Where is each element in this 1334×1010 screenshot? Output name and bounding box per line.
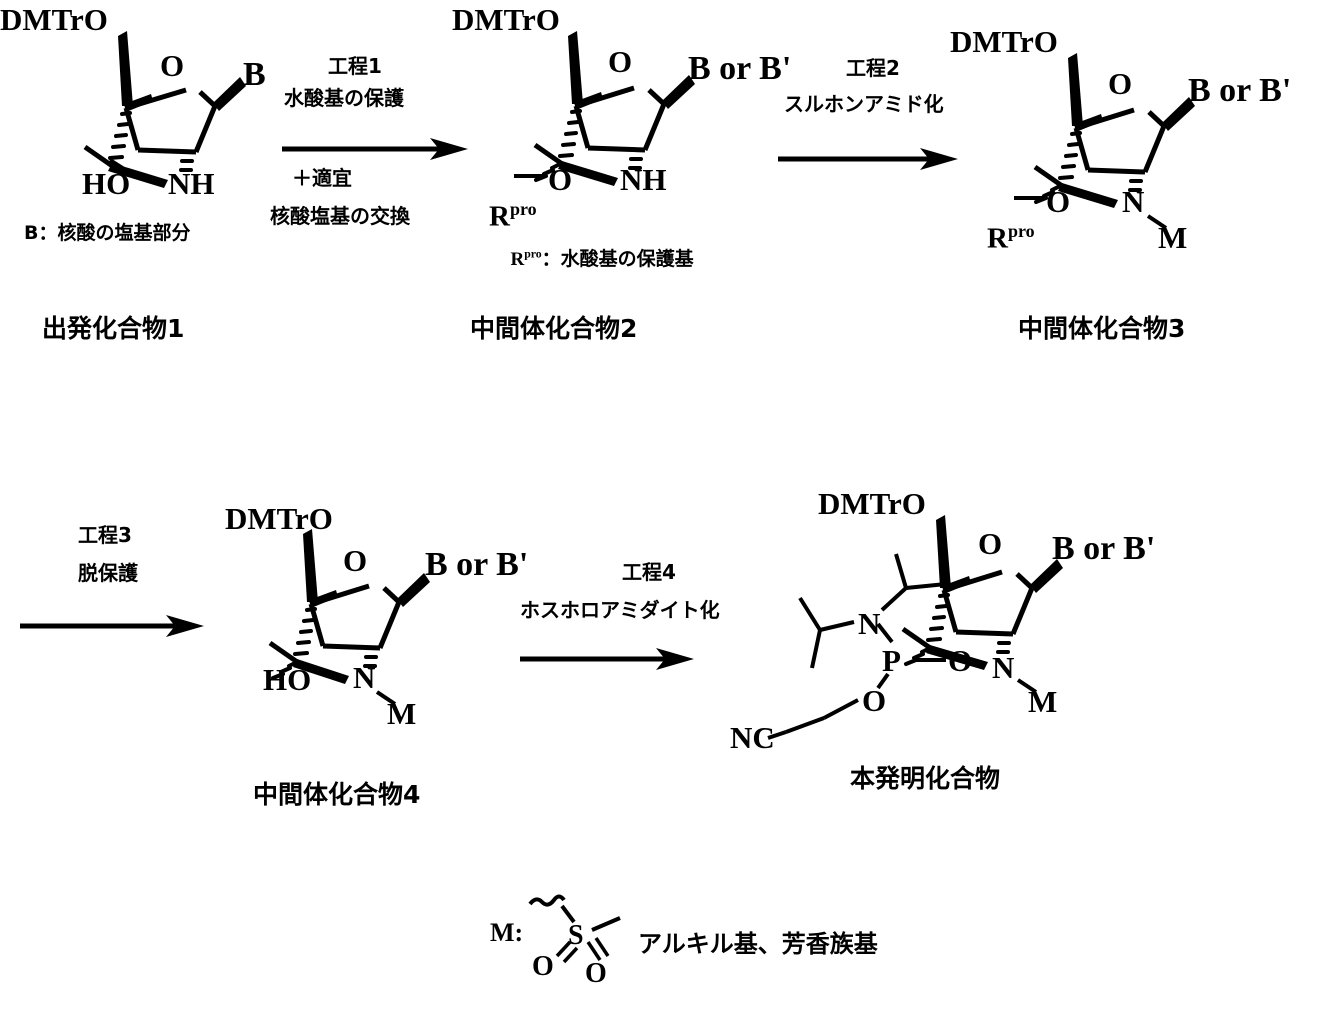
compound-2-ring-oxygen-label: O (608, 44, 633, 79)
compound-2-skeleton (514, 31, 695, 186)
compound-1-base-note: B：核酸の塩基部分 (24, 222, 191, 244)
product-ring-oxygen-label: O (978, 526, 1003, 561)
compound-2-note-r-superscript: pro (524, 247, 542, 261)
step-2-group: 工程2 スルホンアミド化 (760, 58, 970, 198)
product-group: DMTrO O B or B' N P O O NC N M (600, 470, 1160, 791)
step-4-number: 工程4 (622, 560, 676, 584)
compound-3-rpro-label: Rpro (958, 188, 1035, 289)
step-3-name: 脱保護 (78, 561, 138, 585)
compound-1-base-label: B (243, 56, 266, 93)
step-1-note-2: 核酸塩基の交換 (270, 204, 410, 228)
compound-3-base-label: B or B' (1188, 72, 1292, 109)
m-legend-oxygen-2-label: O (585, 958, 607, 989)
compound-3-rpro-superscript: pro (1007, 221, 1035, 241)
compound-2-amine-label: NH (620, 162, 667, 197)
step-4-name: ホスホロアミダイト化 (520, 598, 720, 622)
step-2-name: スルホンアミド化 (784, 92, 944, 116)
compound-2-rpro-note: Rpro：水酸基の保護基 (484, 222, 694, 293)
compound-3-dmtro-label: DMTrO (950, 24, 1058, 59)
compound-1-group: DMTrO O B HO NH (0, 0, 300, 341)
compound-4-dmtro-label: DMTrO (225, 501, 333, 536)
compound-2-note-rest: ：水酸基の保護基 (541, 248, 694, 270)
compound-2-rpro-label: Rpro (460, 166, 537, 267)
step-3-number: 工程3 (78, 523, 132, 547)
compound-3-caption: 中間体化合物3 (1018, 314, 1186, 343)
compound-4-caption: 中間体化合物4 (253, 780, 421, 809)
product-dmtro-label: DMTrO (818, 486, 926, 521)
step-1-number: 工程1 (328, 54, 382, 78)
product-ester-oxygen-label: O (862, 683, 887, 718)
step-4-arrow-icon (520, 648, 694, 670)
compound-2-note-r: R (510, 249, 525, 270)
compound-1-caption: 出発化合物1 (42, 314, 185, 343)
step-3-group: 工程3 脱保護 (20, 525, 240, 665)
product-base-label: B or B' (1052, 530, 1156, 567)
compound-4-group: DMTrO O B or B' HO N M (225, 490, 605, 807)
compound-2-rpro-text: R (489, 200, 510, 233)
compound-1-amine-label: NH (168, 166, 215, 201)
m-legend-sulfur-label: S (568, 920, 584, 951)
m-legend-oxygen-1-label: O (532, 951, 554, 982)
compound-2-dmtro-label: DMTrO (452, 2, 560, 37)
product-phosphorus-label: P (882, 643, 901, 678)
step-1-group: 工程1 水酸基の保護 ＋適宜 核酸塩基の交換 (270, 50, 480, 230)
step-2-arrow-icon (778, 148, 958, 170)
product-ring-nitrogen-label: N (992, 650, 1015, 685)
product-caption: 本発明化合物 (850, 764, 1001, 793)
compound-3-rpro-text: R (987, 222, 1008, 255)
m-legend-sulfonyl-icon (528, 894, 621, 964)
compound-3-skeleton (1014, 53, 1195, 230)
compound-3-group: DMTrO O B or B' N M Rpro O (930, 0, 1291, 341)
compound-4-base-label: B or B' (425, 546, 529, 583)
step-3-arrow-icon (20, 615, 204, 637)
compound-4-nitrogen-label: N (353, 660, 376, 695)
m-legend-label: M: (490, 918, 524, 947)
m-legend-description: アルキル基、芳香族基 (638, 930, 878, 958)
step-4-group: 工程4 ホスホロアミダイト化 (520, 562, 770, 702)
compound-3-nitrogen-label: N (1122, 184, 1145, 219)
compound-2-base-label: B or B' (688, 50, 792, 87)
step-1-name: 水酸基の保護 (284, 86, 404, 110)
compound-3-ring-oxygen-label: O (1108, 66, 1133, 101)
compound-2-group: DMTrO O B or B' NH Rpro O (440, 0, 791, 341)
compound-2-rpro-superscript: pro (509, 199, 537, 219)
compound-1-skeleton (83, 31, 246, 188)
step-1-arrow-icon (282, 138, 468, 160)
product-nitrile-label: NC (730, 720, 775, 755)
compound-4-ring-oxygen-label: O (343, 543, 368, 578)
step-2-number: 工程2 (846, 56, 900, 80)
compound-2-caption: 中間体化合物2 (470, 314, 638, 343)
product-skeleton (767, 515, 1063, 740)
compound-1-dmtro-label: DMTrO (0, 2, 108, 37)
product-amine-nitrogen-label: N (858, 606, 881, 641)
step-1-note-1: ＋適宜 (292, 166, 352, 190)
m-legend-group: M: S O O アルキル基、芳香族基 (490, 890, 960, 1000)
compound-1-ring-oxygen-label: O (160, 48, 185, 83)
compound-4-skeleton (268, 529, 430, 706)
